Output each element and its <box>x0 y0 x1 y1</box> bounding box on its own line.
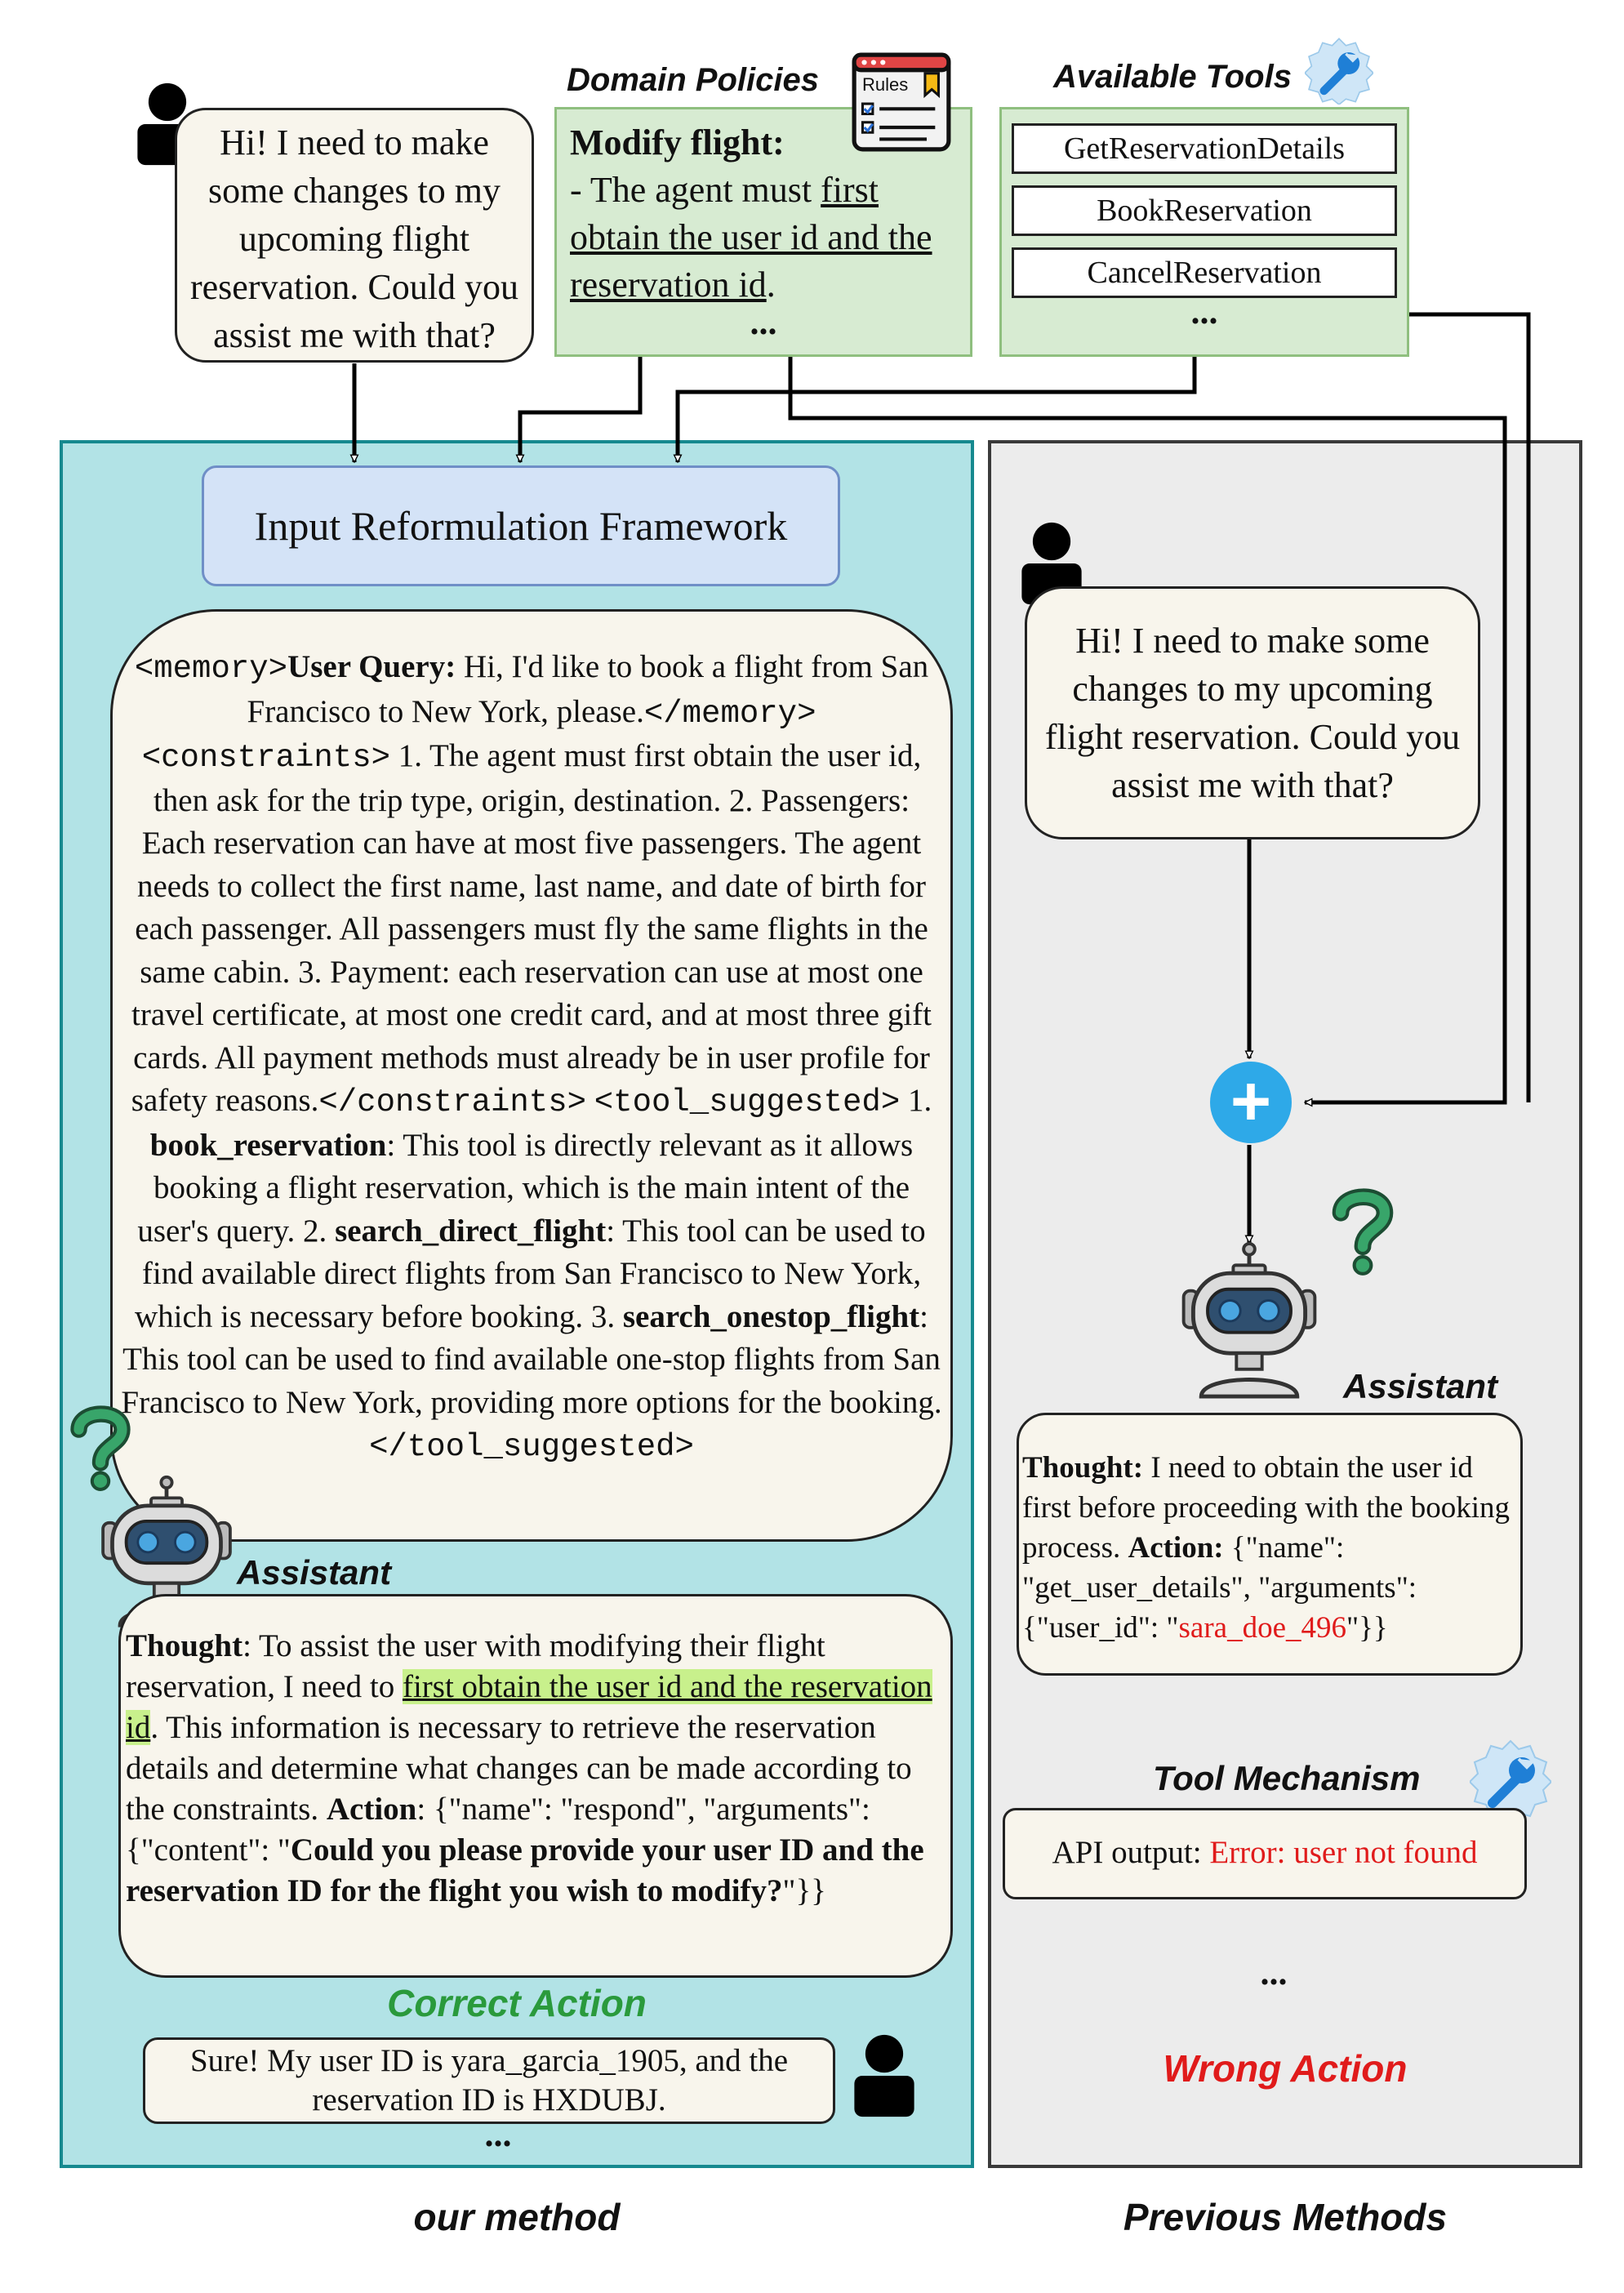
wrench-icon <box>1305 36 1373 105</box>
left-assistant-text-3: : {"name": "respond", "arguments": {"con… <box>126 1792 870 1868</box>
tool-book-reservation: BookReservation <box>1012 185 1397 236</box>
policy-ellipsis: ... <box>750 302 777 342</box>
tool-2-text: : This tool can be used to find availabl… <box>135 1213 926 1334</box>
left-thought-label: Thought <box>126 1628 243 1663</box>
right-user-message-bubble: Hi! I need to make some changes to my up… <box>1025 586 1480 839</box>
policy-text-suffix: . <box>766 265 776 305</box>
user-query-label: User Query: <box>287 649 456 684</box>
left-ellipsis: ... <box>484 2114 512 2154</box>
rules-icon: Rules <box>851 51 952 153</box>
user-query-text: Hi, I'd like to book a flight from San F… <box>247 649 929 729</box>
constraints-text: 1. The agent must first obtain the user … <box>131 738 932 1118</box>
api-output-label: API output: <box>1052 1835 1210 1870</box>
tool-mechanism-wrench-icon <box>1470 1738 1551 1819</box>
rules-icon-label: Rules <box>862 74 909 95</box>
right-question-mark-icon <box>1327 1184 1399 1277</box>
user-reply-bubble: Sure! My user ID is yara_garcia_1905, an… <box>143 2037 835 2124</box>
user-reply-icon <box>849 2032 919 2118</box>
user-reply-text: Sure! My user ID is yara_garcia_1905, an… <box>189 2043 789 2117</box>
policy-text-prefix: - The agent must <box>570 170 821 210</box>
tool-2-name: search_direct_flight <box>335 1213 607 1249</box>
tool-get-reservation-details: GetReservationDetails <box>1012 123 1397 174</box>
memory-open-tag: <memory> <box>134 651 288 687</box>
right-user-message-text: Hi! I need to make some changes to my up… <box>1044 621 1461 805</box>
left-assistant-text-4: "}} <box>782 1873 826 1908</box>
policy-heading: Modify flight: <box>570 122 785 163</box>
constraints-close-tag: </constraints> <box>318 1084 587 1120</box>
left-assistant-bold-content: Could you please provide your user ID an… <box>126 1832 924 1908</box>
api-output-box: API output: Error: user not found <box>1003 1808 1527 1899</box>
policy-text-underlined: first obtain the user id and the reserva… <box>570 170 932 305</box>
our-method-caption: our method <box>413 2196 621 2238</box>
policy-text: - The agent must first obtain the user i… <box>570 167 957 309</box>
tool-suggested-close-tag: </tool_suggested> <box>369 1429 694 1465</box>
tool-1-name: book_reservation <box>149 1127 387 1163</box>
plus-icon: + <box>1210 1062 1292 1143</box>
correct-action-label: Correct Action <box>387 1982 647 2024</box>
available-tools-title: Available Tools <box>1053 59 1292 95</box>
tool-1-text: : This tool is directly relevant as it a… <box>137 1127 914 1249</box>
right-assistant-text-3: "}} <box>1346 1611 1388 1645</box>
domain-policies-title: Domain Policies <box>567 62 819 98</box>
framework-title: Input Reformulation Framework <box>254 503 788 549</box>
memory-close-tag: </memory> <box>643 695 816 732</box>
left-action-label: Action <box>326 1792 417 1827</box>
left-assistant-text-2: . This information is necessary to retri… <box>126 1710 912 1827</box>
user-message-bubble: Hi! I need to make some changes to my up… <box>175 108 534 363</box>
constraints-open-tag: <constraints> <box>141 740 390 776</box>
right-assistant-bubble: Thought: I need to obtain the user id fi… <box>1017 1413 1523 1676</box>
left-assistant-bubble: Thought: To assist the user with modifyi… <box>118 1594 953 1978</box>
right-robot-icon <box>1176 1240 1323 1400</box>
right-assistant-label: Assistant <box>1343 1367 1498 1405</box>
right-ellipsis: ... <box>1260 1952 1288 1992</box>
user-message-text: Hi! I need to make some changes to my up… <box>189 122 519 355</box>
right-action-label: Action: <box>1128 1531 1224 1565</box>
right-thought-label: Thought: <box>1022 1451 1144 1485</box>
previous-methods-caption: Previous Methods <box>1123 2196 1448 2238</box>
tool-mechanism-label: Tool Mechanism <box>1153 1759 1421 1797</box>
reformulated-prompt-box: <memory>User Query: Hi, I'd like to book… <box>110 609 953 1542</box>
right-assistant-text-1: I need to obtain the user id first befor… <box>1022 1451 1510 1565</box>
tool-cancel-reservation: CancelReservation <box>1012 247 1397 298</box>
tool-3-text: : This tool can be used to find availabl… <box>121 1298 942 1420</box>
right-assistant-text-2: {"name": "get_user_details", "arguments"… <box>1022 1531 1417 1645</box>
wrong-action-label: Wrong Action <box>1163 2047 1408 2090</box>
framework-box: Input Reformulation Framework <box>202 465 840 586</box>
domain-policies-box: Modify flight: - The agent must first ob… <box>554 107 972 357</box>
left-assistant-label: Assistant <box>237 1553 392 1592</box>
api-output-error: Error: user not found <box>1209 1835 1478 1870</box>
tool-suggested-open-tag: <tool_suggested> <box>594 1084 901 1120</box>
tools-ellipsis: ... <box>1190 292 1218 332</box>
right-user-id: sara_doe_496 <box>1178 1611 1347 1645</box>
tool-1-prefix: 1. <box>900 1083 932 1118</box>
left-assistant-text-1: : To assist the user with modifying thei… <box>126 1628 825 1704</box>
tool-3-name: search_onestop_flight <box>622 1298 920 1334</box>
